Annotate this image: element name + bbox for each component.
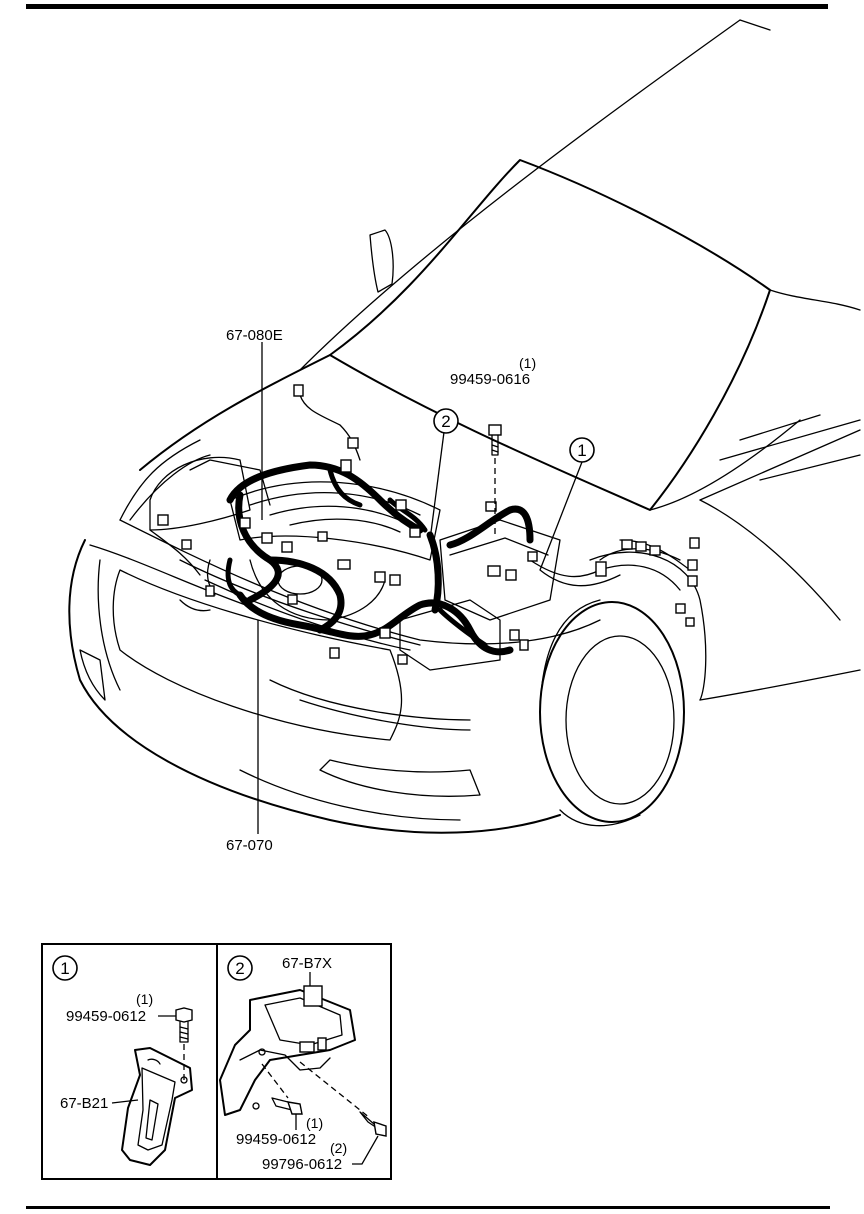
marker-circle-2: 2 xyxy=(433,408,459,434)
bottom-rule xyxy=(26,1206,830,1209)
detail-2: 2 67-B7X (1) 99459-0612 (2) 99796-061 xyxy=(219,955,387,1173)
svg-text:2: 2 xyxy=(235,959,244,978)
label-harness-engine: 67-080E xyxy=(226,327,283,344)
thin-wires xyxy=(129,394,691,612)
detail-1-bolt-label: 99459-0612 xyxy=(66,1008,146,1025)
detail-1-bracket-label: 67-B21 xyxy=(60,1095,108,1112)
label-harness-front: 67-070 xyxy=(226,837,273,854)
detail-2-bolt-a-label: 99459-0612 xyxy=(236,1131,316,1148)
marker-circle-1: 1 xyxy=(569,437,595,463)
svg-text:2: 2 xyxy=(441,412,450,431)
leader-lines xyxy=(257,342,583,834)
label-bolt-main: 99459-0616 xyxy=(450,371,530,388)
svg-text:1: 1 xyxy=(60,959,69,978)
detail-2-bolt-b-label: 99796-0612 xyxy=(262,1156,342,1173)
detail-2-bolt-a xyxy=(261,1063,303,1115)
detail-1-bracket xyxy=(121,1047,193,1166)
detail-1-marker: 1 xyxy=(52,955,78,981)
detail-2-bracket-label: 67-B7X xyxy=(282,955,332,972)
detail-1-bolt xyxy=(175,1007,193,1080)
svg-text:1: 1 xyxy=(577,441,586,460)
detail-2-bracket xyxy=(219,985,356,1116)
top-rule xyxy=(26,4,828,9)
detail-2-bolt-b xyxy=(299,1061,387,1137)
car-body-outline xyxy=(68,19,861,834)
engine-harness xyxy=(226,461,534,634)
detail-1-bolt-qty: (1) xyxy=(136,991,153,1007)
detail-1: 1 (1) 99459-0612 67-B21 xyxy=(52,955,193,1166)
main-bolt xyxy=(488,424,502,535)
connectors xyxy=(157,384,700,665)
label-bolt-main-qty: (1) xyxy=(519,355,536,371)
detail-2-marker: 2 xyxy=(227,955,253,981)
detail-2-bolt-a-qty: (1) xyxy=(306,1115,323,1131)
front-harness xyxy=(225,557,514,656)
detail-2-bolt-b-qty: (2) xyxy=(330,1140,347,1156)
detail-panels xyxy=(41,943,392,1180)
